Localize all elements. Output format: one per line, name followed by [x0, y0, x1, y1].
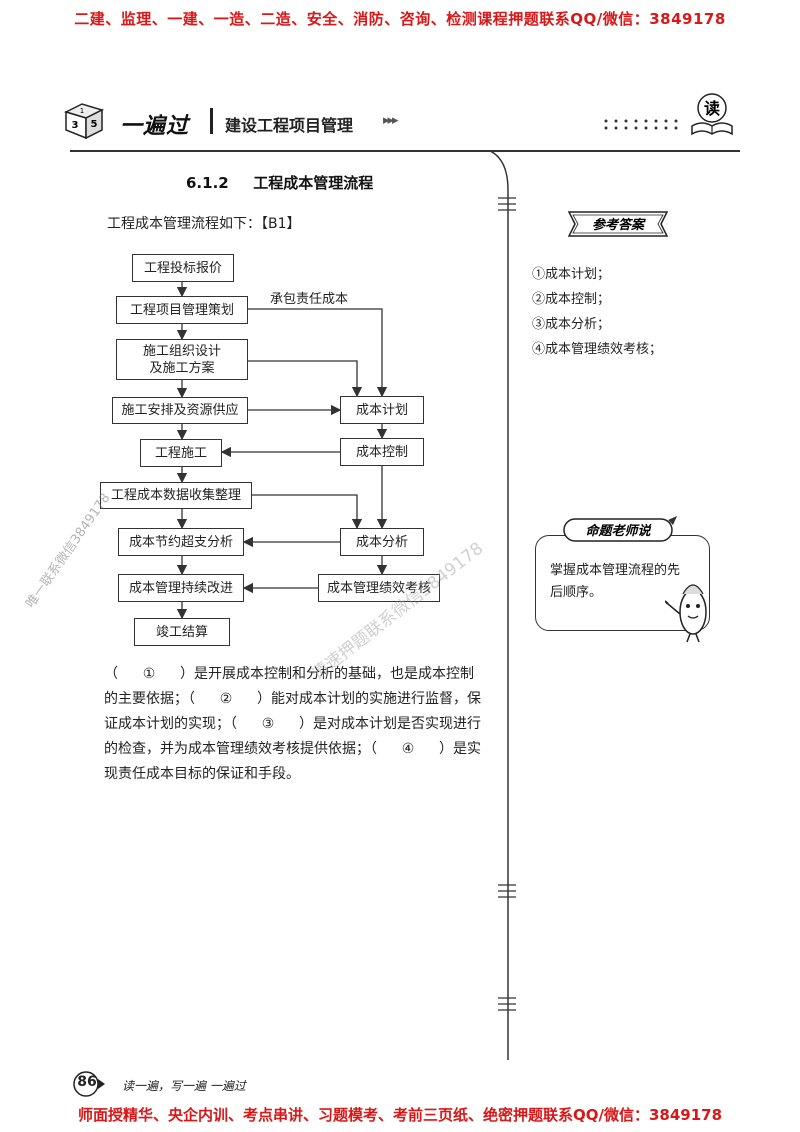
para-text-4: ）是实现责任成本目标的保证和手段。 [104, 741, 481, 782]
para-text-2: ）能对成本计划的实施进行监督，保证成本计划的实现；（ [104, 691, 481, 732]
reference-answer-badge: 参考答案 [567, 211, 669, 237]
para-text-1: ）是开展成本控制和分析的基础，也是成本控制的主要依据；（ [104, 666, 474, 707]
header-rule [70, 150, 740, 152]
dice-logo-icon: 1 3 5 [63, 103, 105, 140]
dice-face-right: 5 [91, 119, 98, 130]
flow-resource-supply: 施工安排及资源供应 [112, 397, 248, 424]
intro-text: 工程成本管理流程如下：【B1】 [107, 216, 301, 232]
section-heading: 6.1.2 工程成本管理流程 [186, 172, 373, 193]
flow-cost-analysis: 成本分析 [340, 528, 424, 556]
flow-final-settlement: 竣工结算 [134, 618, 230, 646]
bottom-promo-banner: 师面授精华、央企内训、考点串讲、习题模考、考前三页纸、绝密押题联系QQ/微信：3… [77, 1106, 723, 1124]
read-badge-text: 读 [704, 99, 720, 118]
teacher-badge-text: 命题老师说 [585, 523, 652, 539]
page-number: 86 [77, 1074, 97, 1090]
footer-slogan: 读一遍，写一遍 一遍过 [122, 1079, 246, 1093]
brand-name: 一遍过 [120, 113, 190, 139]
flow-performance-assessment: 成本管理绩效考核 [318, 574, 440, 602]
para-text-3: ）是对成本计划是否实现进行的检查，并为成本管理绩效考核提供依据；（ [104, 716, 481, 757]
header-arrows-icon: ▸▸▸ [383, 113, 399, 128]
flow-continuous-improvement: 成本管理持续改进 [118, 574, 244, 602]
reference-badge-text: 参考答案 [592, 217, 646, 233]
teacher-note-text: 掌握成本管理流程的先后顺序。 [550, 563, 681, 600]
flow-project-planning: 工程项目管理策划 [116, 296, 248, 324]
blank-2: ② [219, 691, 233, 707]
answer-item: ①成本计划； [532, 267, 611, 282]
page-number-badge [73, 1071, 105, 1097]
teacher-says-badge: 命题老师说 [563, 516, 677, 542]
dotted-decoration-icon [604, 119, 678, 130]
para-text-0: （ [104, 666, 118, 682]
flow-construction: 工程施工 [140, 439, 222, 467]
fill-in-paragraph: （ ①）是开展成本控制和分析的基础，也是成本控制的主要依据；（②）能对成本计划的实… [104, 662, 482, 787]
read-book-icon: 读 [691, 93, 733, 136]
dice-face-top: 1 [80, 107, 84, 115]
answer-item: ③成本分析； [532, 317, 611, 332]
header-divider [210, 108, 213, 134]
blank-4: ④ [401, 741, 415, 757]
pencil-mascot-icon [665, 584, 707, 643]
blank-1: ① [142, 666, 156, 682]
answer-item: ②成本控制； [532, 292, 611, 307]
flow-data-collection: 工程成本数据收集整理 [100, 482, 252, 509]
flow-savings-analysis: 成本节约超支分析 [118, 528, 244, 556]
book-title: 建设工程项目管理 [225, 116, 354, 135]
dice-face-left: 3 [72, 120, 79, 131]
blank-3: ③ [261, 716, 275, 732]
top-promo-banner: 二建、监理、一建、一造、二造、安全、消防、咨询、检测课程押题联系QQ/微信：38… [74, 10, 726, 28]
answer-item: ④成本管理绩效考核； [532, 342, 663, 357]
flow-construction-design: 施工组织设计 及施工方案 [116, 339, 248, 380]
section-title: 工程成本管理流程 [253, 174, 374, 192]
flow-bid-quotation: 工程投标报价 [132, 254, 234, 282]
page-binding-divider [487, 150, 516, 1060]
flow-cost-control: 成本控制 [340, 438, 424, 466]
flow-cost-plan: 成本计划 [340, 396, 424, 424]
section-number: 6.1.2 [186, 174, 229, 192]
flow-edge-label: 承包责任成本 [270, 292, 349, 307]
reference-answer-list: ①成本计划； ②成本控制； ③成本分析； ④成本管理绩效考核； [532, 262, 662, 362]
